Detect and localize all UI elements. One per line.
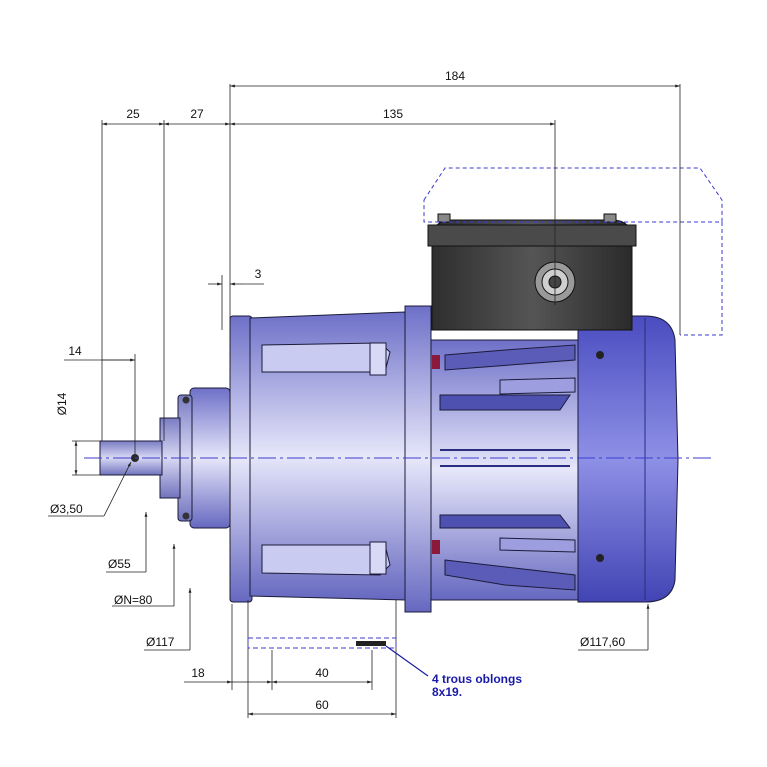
terminal-box-alternate-outline bbox=[423, 167, 723, 336]
front-flange bbox=[229, 315, 253, 603]
dim-60: 60 bbox=[315, 698, 329, 712]
dim-dia117-60: Ø117,60 bbox=[580, 635, 625, 649]
fan-cap bbox=[577, 315, 679, 603]
stator-section bbox=[404, 305, 432, 613]
housing-rib bbox=[261, 342, 391, 373]
base-plate bbox=[247, 637, 429, 677]
dim-25: 25 bbox=[126, 107, 140, 121]
dim-135: 135 bbox=[383, 107, 403, 121]
dim-3: 3 bbox=[255, 267, 262, 281]
slot-note-line2: 8x19. bbox=[432, 685, 462, 699]
dim-27: 27 bbox=[190, 107, 204, 121]
dim-dia117: Ø117 bbox=[146, 635, 175, 649]
dim-dia55: Ø55 bbox=[108, 557, 131, 571]
dim-18: 18 bbox=[191, 666, 205, 680]
dimension-lines bbox=[48, 84, 681, 718]
dim-dia-n80: ØN=80 bbox=[114, 593, 153, 607]
terminal-box bbox=[427, 213, 637, 331]
dim-14: 14 bbox=[68, 344, 82, 358]
motor-body bbox=[99, 305, 679, 613]
dim-184: 184 bbox=[445, 69, 465, 83]
note-leader bbox=[385, 645, 429, 677]
dim-40: 40 bbox=[315, 666, 329, 680]
dim-dia3-50: Ø3,50 bbox=[50, 502, 83, 516]
dim-dia14: Ø14 bbox=[55, 392, 69, 415]
slot-note-line1: 4 trous oblongs bbox=[432, 672, 522, 686]
